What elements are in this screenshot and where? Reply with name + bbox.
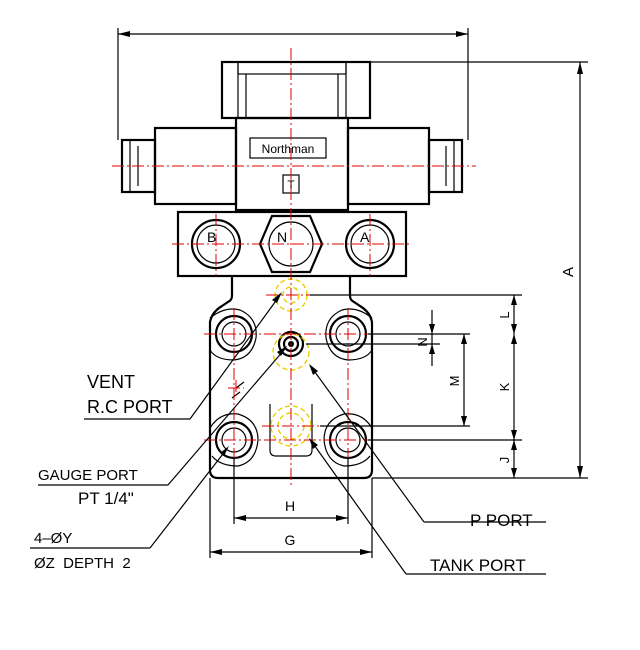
tank-port-label: TANK PORT: [430, 556, 526, 575]
centerlines: [112, 48, 476, 486]
dim-l-label: L: [497, 311, 512, 318]
gauge-label-line2: PT 1/4": [78, 489, 134, 508]
brand-name: Northman: [262, 142, 315, 156]
bottom-dimensions: [209, 458, 373, 558]
port-n-label: N: [277, 229, 287, 245]
bolt-label-line1: 4–ØY: [34, 530, 72, 547]
port-b-label: B: [207, 229, 216, 245]
dim-m-label: M: [447, 376, 462, 387]
top-width-dimension: [117, 28, 469, 140]
brand-plate: Northman: [249, 137, 327, 159]
right-dimensions: [306, 61, 588, 479]
dim-a-label: A: [560, 267, 577, 277]
vent-label-line2: R.C PORT: [87, 397, 173, 417]
dim-h-label: H: [285, 498, 295, 514]
dim-n-label: N: [415, 337, 430, 346]
p-port-label: P PORT: [470, 511, 533, 530]
dim-k-label: K: [497, 382, 512, 391]
leader-lines: [30, 292, 546, 575]
vent-label-line1: VENT: [87, 372, 135, 392]
port-a-label: A: [360, 229, 370, 245]
dim-j-label: J: [497, 457, 512, 464]
solenoid-marker-label: T: [287, 178, 295, 192]
dim-g-label: G: [285, 532, 296, 548]
gauge-label-line1: GAUGE PORT: [38, 467, 138, 484]
bolt-label-line2: ØZ DEPTH 2: [34, 555, 131, 572]
